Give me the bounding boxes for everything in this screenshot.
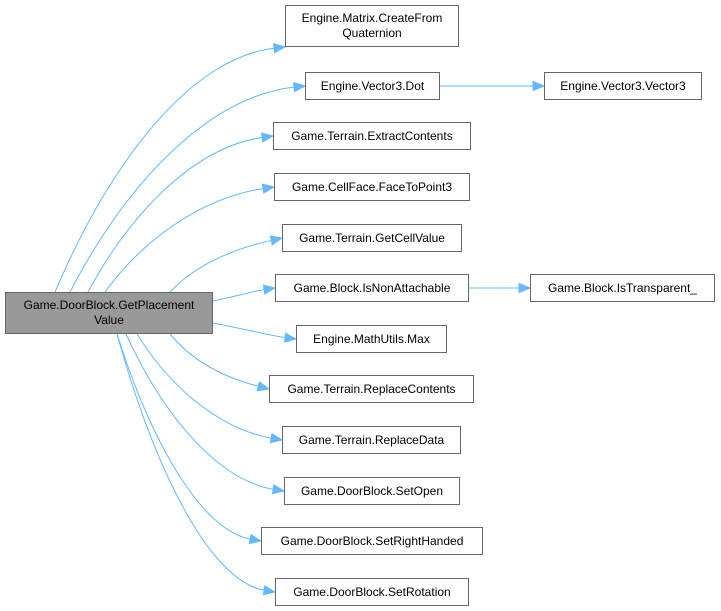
node-label: Game.DoorBlock.SetRotation bbox=[293, 585, 450, 600]
node-set-rotation[interactable]: Game.DoorBlock.SetRotation bbox=[275, 578, 469, 606]
node-label-line: Value bbox=[94, 313, 124, 327]
node-label: Game.Terrain.GetCellValue bbox=[299, 231, 445, 246]
edge-arrowhead bbox=[293, 82, 307, 93]
node-set-right-handed[interactable]: Game.DoorBlock.SetRightHanded bbox=[261, 527, 483, 555]
node-label-line: Engine.Matrix.CreateFrom bbox=[301, 11, 443, 25]
node-label: Game.DoorBlock.SetOpen bbox=[301, 484, 443, 499]
node-label-line: Game.DoorBlock.SetRotation bbox=[293, 584, 451, 599]
node-label-line: Game.Terrain.ReplaceData bbox=[298, 432, 445, 447]
node-label-line: Game.Block.IsNonAttachable bbox=[293, 280, 451, 295]
node-label-line: Game.Terrain.ExtractContents bbox=[291, 128, 453, 143]
node-label-line: Game.DoorBlock.SetRightHanded bbox=[280, 533, 464, 548]
node-set-open[interactable]: Game.DoorBlock.SetOpen bbox=[284, 477, 460, 505]
edge-arrowhead bbox=[532, 80, 546, 92]
edge-root-to-replace-contents bbox=[169, 333, 260, 388]
node-is-transparent[interactable]: Game.Block.IsTransparent_ bbox=[530, 274, 715, 302]
node-replace-contents[interactable]: Game.Terrain.ReplaceContents bbox=[269, 375, 474, 403]
node-mathutils-max[interactable]: Engine.MathUtils.Max bbox=[296, 325, 447, 353]
node-label: Game.Block.IsNonAttachable bbox=[294, 281, 451, 296]
edge-root-to-set-rotation bbox=[116, 333, 266, 591]
node-is-non-attachable[interactable]: Game.Block.IsNonAttachable bbox=[275, 274, 469, 302]
edge-root-to-set-right-handed bbox=[116, 333, 252, 540]
edge-arrowhead bbox=[269, 432, 284, 444]
node-label-line: Engine.MathUtils.Max bbox=[313, 331, 430, 346]
node-label-line: Game.Block.IsTransparent_ bbox=[548, 280, 697, 295]
node-label: Game.DoorBlock.SetRightHanded bbox=[281, 534, 464, 549]
edge-arrowhead bbox=[271, 484, 286, 495]
edge-arrowhead bbox=[262, 585, 277, 596]
edge-arrowhead bbox=[283, 332, 298, 343]
node-label: Engine.Vector3.Dot bbox=[321, 79, 424, 94]
node-label-line: Engine.Vector3.Vector3 bbox=[560, 78, 686, 93]
node-label-line: Game.Terrain.GetCellValue bbox=[299, 230, 445, 245]
edge-arrowhead bbox=[256, 381, 271, 392]
node-extract-contents[interactable]: Game.Terrain.ExtractContents bbox=[273, 122, 471, 150]
edge-arrowhead bbox=[248, 533, 263, 545]
edge-arrowhead bbox=[273, 43, 287, 54]
edge-arrowhead bbox=[260, 132, 275, 143]
node-label: Engine.MathUtils.Max bbox=[313, 332, 430, 347]
node-label: Game.CellFace.FaceToPoint3 bbox=[292, 180, 452, 195]
node-vector3-dot[interactable]: Engine.Vector3.Dot bbox=[305, 72, 440, 100]
edge-arrowhead bbox=[261, 183, 276, 194]
node-label-line: Game.CellFace.FaceToPoint3 bbox=[291, 179, 453, 194]
node-replace-data[interactable]: Game.Terrain.ReplaceData bbox=[282, 426, 461, 454]
node-label-line: Engine.Vector3.Dot bbox=[320, 78, 425, 93]
edge-root-to-set-open bbox=[125, 333, 275, 490]
node-vector3-vector3[interactable]: Engine.Vector3.Vector3 bbox=[544, 72, 702, 100]
node-label-line: Game.DoorBlock.SetOpen bbox=[300, 483, 444, 498]
node-label: Engine.Vector3.Vector3 bbox=[560, 79, 685, 94]
node-label-line: Game.Terrain.ReplaceContents bbox=[287, 381, 456, 396]
edge-root-to-get-cell-value bbox=[169, 239, 273, 293]
node-label: Game.Terrain.ExtractContents bbox=[291, 129, 452, 144]
node-label: Game.Block.IsTransparent_ bbox=[548, 281, 697, 296]
edge-root-to-replace-data bbox=[136, 333, 273, 439]
node-label-line: Game.DoorBlock.GetPlacement bbox=[23, 298, 195, 312]
edge-root-to-create-from-quaternion bbox=[54, 47, 276, 293]
edge-root-to-is-non-attachable bbox=[212, 288, 266, 302]
node-label-line: Quaternion bbox=[342, 26, 402, 40]
edge-arrowhead bbox=[518, 282, 532, 294]
edge-root-to-vector3-dot bbox=[69, 86, 296, 293]
edge-root-to-mathutils-max bbox=[212, 322, 287, 339]
edge-arrowhead bbox=[262, 284, 277, 295]
node-label: Game.Terrain.ReplaceData bbox=[299, 433, 444, 448]
node-face-to-point3[interactable]: Game.CellFace.FaceToPoint3 bbox=[274, 173, 470, 201]
node-label: Game.Terrain.ReplaceContents bbox=[287, 382, 455, 397]
edge-root-to-extract-contents bbox=[87, 136, 264, 293]
edge-root-to-face-to-point3 bbox=[104, 187, 265, 293]
edge-arrowhead bbox=[269, 235, 284, 246]
node-get-cell-value[interactable]: Game.Terrain.GetCellValue bbox=[282, 224, 462, 252]
